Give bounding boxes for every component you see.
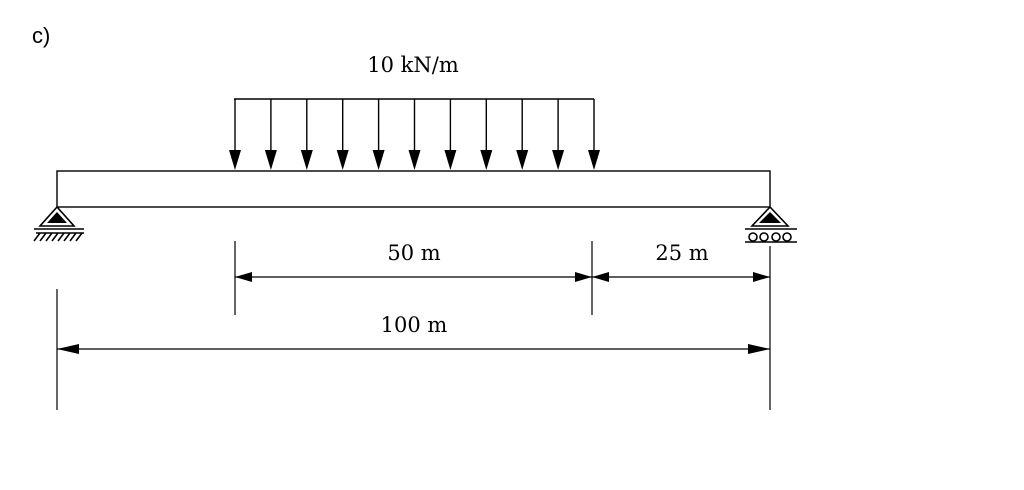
load-arrow-head xyxy=(336,150,349,170)
figure-label: c) xyxy=(32,23,50,48)
load-arrow-head xyxy=(300,150,313,170)
hatch-line xyxy=(75,232,83,242)
dimension-total-span: 100 m xyxy=(57,313,770,354)
load-arrows xyxy=(229,99,600,170)
load-arrow-head xyxy=(229,150,241,170)
hatch-line xyxy=(45,232,53,242)
beam xyxy=(56,170,771,208)
load-arrow-head xyxy=(588,150,600,170)
dimension-label-right-gap: 25 m xyxy=(655,241,708,265)
load-arrow-head xyxy=(408,150,421,170)
load-arrow-head xyxy=(372,150,385,170)
dimension-label-total-span: 100 m xyxy=(381,313,448,337)
hatch-line xyxy=(51,232,59,242)
hatch-line xyxy=(57,232,65,242)
dimension-label-load-span: 50 m xyxy=(387,241,440,265)
load-label: 10 kN/m xyxy=(367,53,459,77)
hatch-line xyxy=(63,232,71,242)
dimension-right-gap: 25 m xyxy=(592,241,770,282)
hatch-line xyxy=(33,232,41,242)
load-arrow-head xyxy=(552,150,565,170)
pin-support-icon xyxy=(33,205,84,242)
load-arrow-head xyxy=(480,150,493,170)
load-arrow-head xyxy=(444,150,457,170)
load-arrow-head xyxy=(516,150,529,170)
hatch-line xyxy=(69,232,77,242)
hatch-line xyxy=(39,232,47,242)
load-arrow-head xyxy=(264,150,277,170)
distributed-load xyxy=(229,98,600,170)
dimension-load-span: 50 m xyxy=(235,241,592,282)
roller-support-icon xyxy=(745,205,797,243)
